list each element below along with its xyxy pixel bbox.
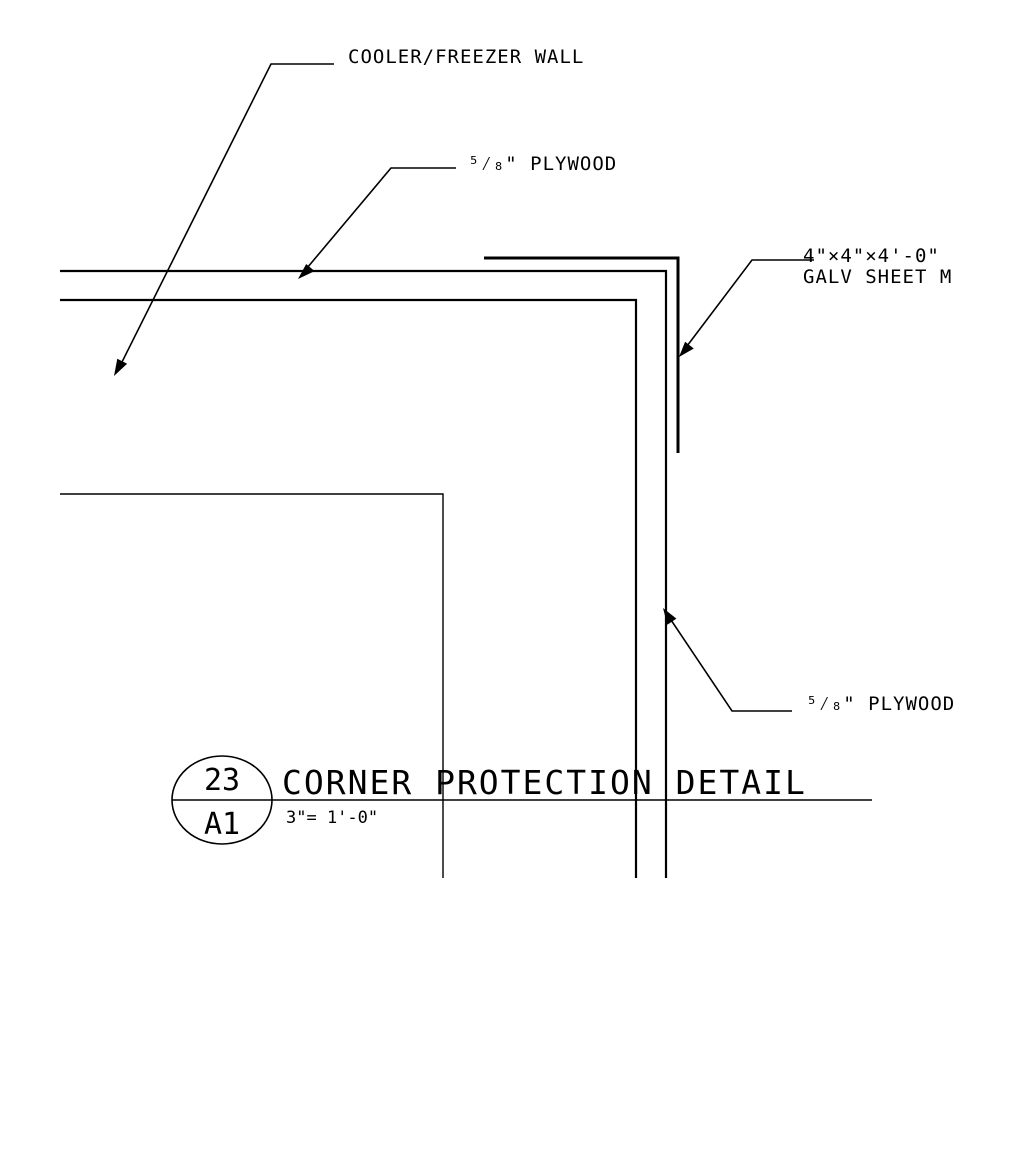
plywood-top-callout: ⁵⁄₈" PLYWOOD [468,153,617,175]
wall-leader [117,63,334,371]
angle-arrowhead [679,341,694,357]
plywood-inner-face [60,298,638,878]
wall-arrowhead [114,358,128,376]
wall-inner-face [60,493,444,878]
plywood-top-leader [301,167,456,275]
plan-linework [60,256,680,878]
plywood-side-callout: ⁵⁄₈" PLYWOOD [806,693,955,715]
angle-callout-line2: GALV SHEET M [803,266,952,288]
arrowheads [114,264,694,625]
detail-title: CORNER PROTECTION DETAIL [282,763,807,802]
angle-callout-line1: 4"×4"×4'-0" [803,245,940,267]
plywood-side-leader [666,613,792,712]
sheet-number: A1 [204,807,240,842]
leaders [117,63,814,712]
plywood-top-arrowhead [298,264,315,279]
detail-bubble: 23 A1 [171,755,273,845]
angle-leader [683,259,814,351]
plywood-outer-face [60,269,668,878]
detail-scale: 3"= 1'-0" [286,808,378,828]
detail-number: 23 [204,763,240,798]
plywood-side-arrowhead [663,608,677,625]
galvanized-corner-angle [484,256,680,453]
wall-callout: COOLER/FREEZER WALL [348,46,584,68]
